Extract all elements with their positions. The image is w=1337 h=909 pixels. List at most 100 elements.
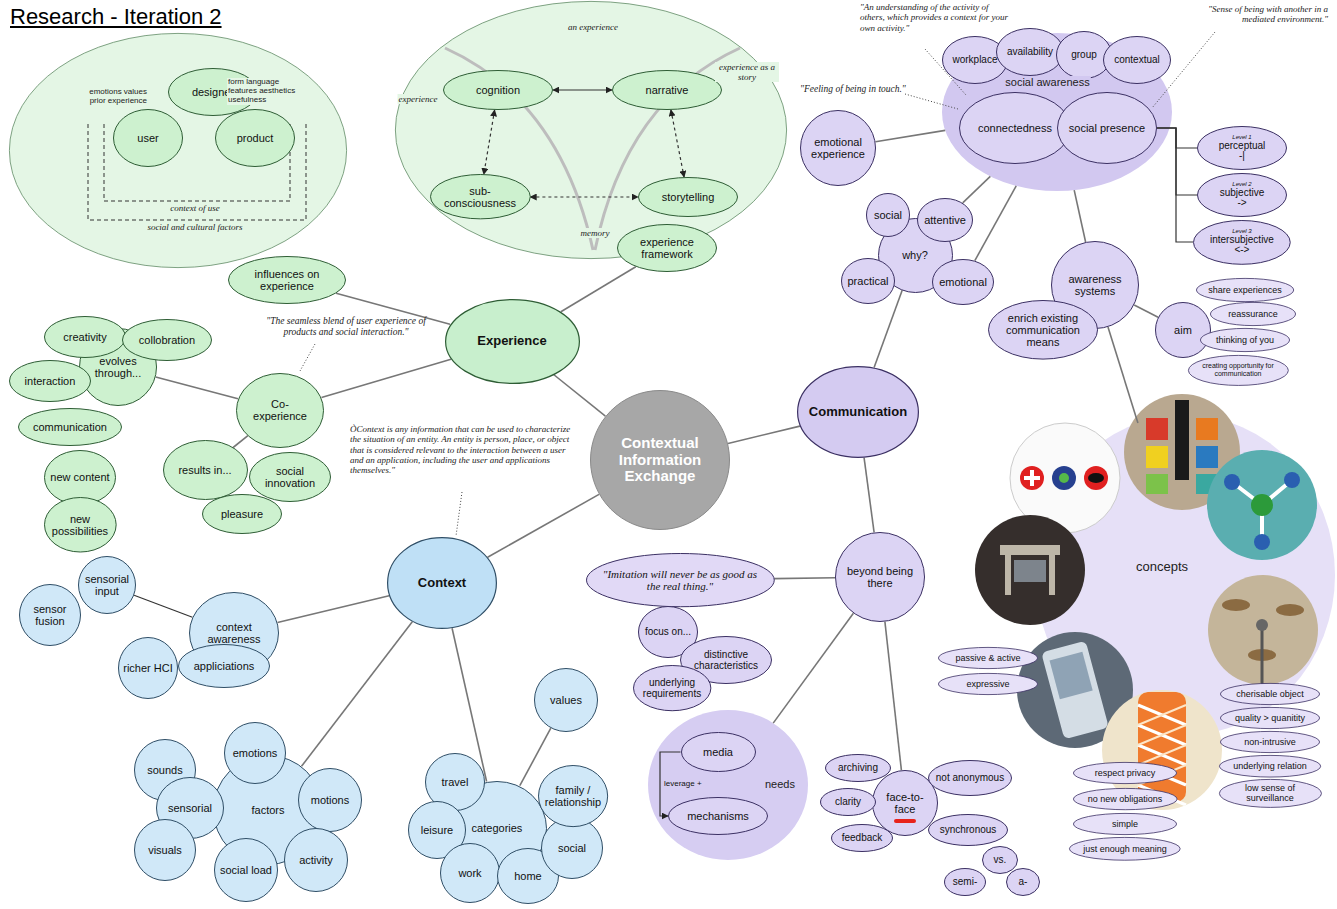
- node-label: leisure: [413, 824, 462, 836]
- group-label: concepts: [1135, 560, 1189, 575]
- illustration-circle: [1052, 466, 1076, 490]
- ellipse-shape: [44, 498, 116, 553]
- connector: [874, 290, 902, 367]
- node-label: why?: [884, 249, 947, 261]
- text-group: context awareness: [196, 621, 272, 646]
- ellipse-shape: [163, 441, 247, 500]
- topic-ellipse: practical: [841, 258, 895, 304]
- illustration-path: [1138, 705, 1186, 785]
- illustration-g: [970, 510, 1094, 634]
- node-label: factors: [222, 804, 314, 816]
- topic-ellipse: Co- experience: [236, 373, 324, 448]
- ellipse-shape: [538, 765, 607, 826]
- connector: [520, 728, 551, 786]
- text-group: availability: [1001, 46, 1058, 57]
- text-group: storytelling: [646, 191, 730, 203]
- node-label: "Imitation will never be as good as the …: [601, 568, 759, 593]
- ellipse-shape: [1220, 731, 1319, 752]
- text-group: visuals: [139, 844, 191, 856]
- illustration-rect: [970, 510, 1094, 634]
- topic-ellipse: storytelling: [638, 177, 738, 217]
- topic-ellipse: expressive: [938, 673, 1038, 695]
- illustration-circle: [1254, 534, 1270, 550]
- topic-ellipse: interaction: [9, 360, 91, 402]
- group-label: form language features aesthetics useful…: [227, 78, 299, 105]
- illustration-circle: [1059, 473, 1069, 483]
- topic-ellipse: underlying requirements: [633, 665, 711, 711]
- node-label: beyond being there: [842, 565, 918, 590]
- connector: [302, 622, 413, 767]
- connector: [336, 293, 450, 324]
- illustration-path: [595, 48, 740, 250]
- topic-ellipse: no new obligations: [1073, 788, 1177, 810]
- quote-note: ÒContext is any information that can be …: [350, 424, 580, 476]
- text-group: just enough meaning: [1081, 844, 1168, 854]
- text-group: synchronous: [934, 824, 1001, 835]
- ellipse-shape: [1073, 813, 1176, 834]
- ellipse-shape: [918, 199, 973, 242]
- illustration-rect: [1030, 470, 1034, 486]
- text-group: workplace: [947, 54, 1002, 65]
- illustration-ellipse: [1222, 599, 1250, 611]
- topic-ellipse: aim: [1155, 302, 1211, 358]
- topic-ellipse: visuals: [134, 819, 196, 881]
- text-group: "Imitation will never be as good as the …: [601, 568, 759, 593]
- node-label: sensor fusion: [24, 603, 76, 628]
- ellipse-shape: [1073, 762, 1176, 783]
- node-label: cognition: [452, 84, 544, 96]
- node-label: contextual: [1108, 54, 1165, 65]
- connector: [1157, 128, 1197, 195]
- illustration-path: [88, 124, 306, 220]
- text-group: attentive: [921, 214, 968, 226]
- ellipse-shape: [938, 647, 1037, 668]
- ellipse-shape: [1070, 838, 1181, 861]
- illustration-circle: [1284, 472, 1300, 488]
- node-label: collobration: [129, 334, 205, 346]
- illustration-path: [445, 48, 593, 250]
- node-label: Communication: [807, 405, 909, 420]
- text-group: product: [221, 132, 288, 144]
- connector: [278, 596, 390, 623]
- connector: [1134, 305, 1158, 317]
- node-label: intersubjective: [1202, 235, 1283, 246]
- group-label: social awareness: [1004, 76, 1090, 88]
- text-group: social innovation: [256, 465, 325, 490]
- connector: [488, 494, 599, 557]
- node-label: experience framework: [625, 236, 709, 261]
- node-label: semi-: [947, 876, 982, 887]
- text-group: why?: [884, 249, 947, 261]
- group-label: an experience: [567, 22, 619, 32]
- text-group: influences on experience: [237, 268, 336, 293]
- node-label: user: [119, 132, 178, 144]
- node-label: a-: [1009, 876, 1038, 887]
- node-label: synchronous: [934, 824, 1001, 835]
- quote-note: "Feeling of being in touch.": [800, 84, 940, 95]
- node-label: attentive: [921, 214, 968, 226]
- topic-ellipse: group: [1056, 31, 1112, 79]
- node-label: -|: [1204, 151, 1280, 162]
- illustration-path: [1261, 625, 1264, 690]
- text-group: new possibilities: [50, 513, 110, 538]
- text-group: emotional experience: [806, 136, 870, 161]
- ellipse-shape: [216, 110, 295, 167]
- connector: [876, 130, 946, 141]
- ellipse-shape: [669, 798, 768, 835]
- node-label: categories: [455, 822, 539, 834]
- topic-ellipse: non-intrusive: [1220, 731, 1320, 753]
- quote-note: "Sense of being with another in a mediat…: [1190, 4, 1328, 25]
- connector: [963, 176, 991, 203]
- text-group: values: [539, 694, 593, 706]
- node-label: perceptual: [1204, 141, 1280, 152]
- ellipse-shape: [943, 37, 1008, 84]
- illustration-rect: [1200, 570, 1324, 694]
- text-group: quality > quanitity: [1228, 713, 1312, 723]
- topic-ellipse: cherisable object: [1220, 683, 1320, 705]
- illustration-path: [104, 124, 290, 201]
- topic-ellipse: results in...: [163, 440, 248, 500]
- ellipse-shape: [1058, 93, 1157, 164]
- node-label: non-intrusive: [1228, 737, 1312, 747]
- node-label: clarity: [824, 796, 871, 807]
- node-label: richer HCI: [123, 662, 173, 674]
- topic-ellipse: a-: [1006, 868, 1040, 896]
- ellipse-shape: [179, 645, 270, 688]
